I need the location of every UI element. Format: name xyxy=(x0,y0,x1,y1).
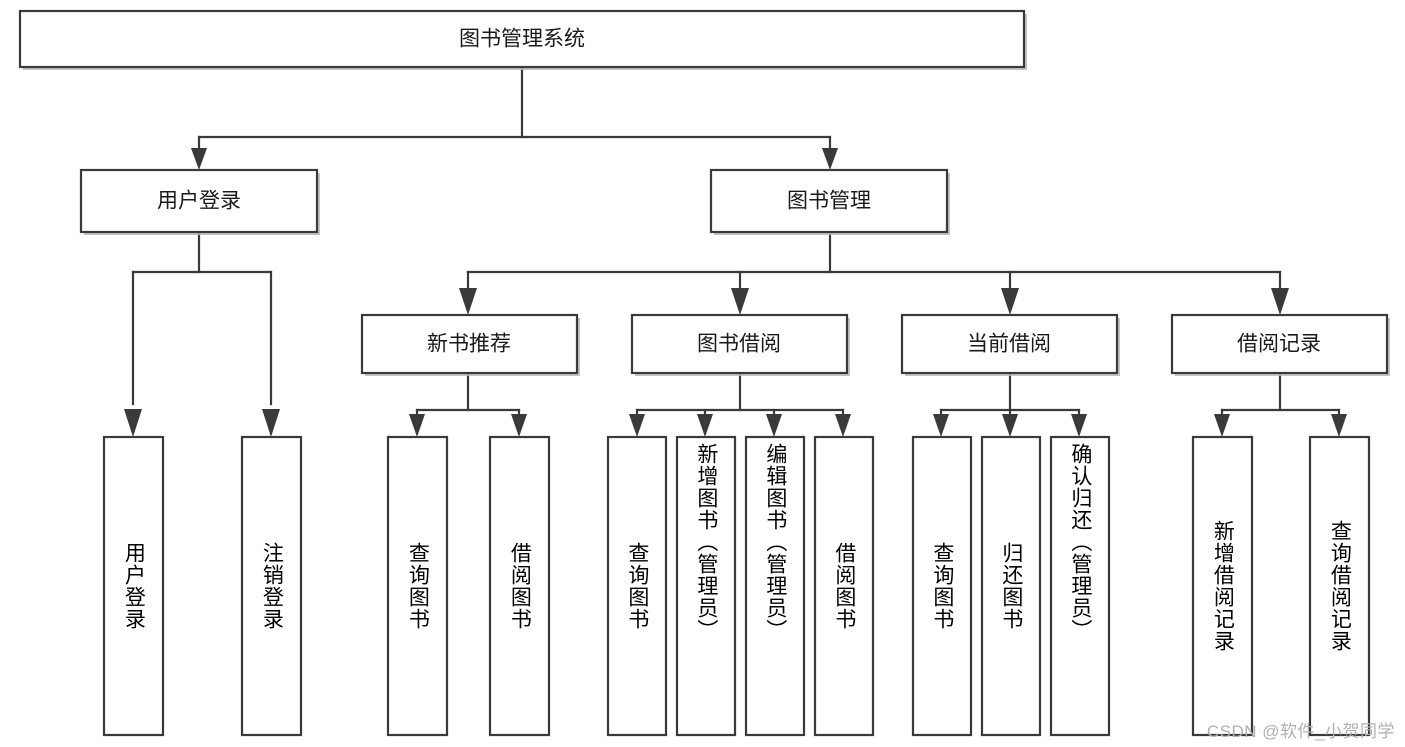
node-book-management-box[interactable] xyxy=(709,168,949,234)
node-current-borrow-box[interactable] xyxy=(900,313,1119,375)
leaf-borrow-book-2-box[interactable] xyxy=(813,435,875,737)
node-book-borrow-label: 图书借阅 xyxy=(697,333,781,356)
arrow-cb-leaf-2 xyxy=(1002,414,1018,437)
leaf-return-book-box[interactable] xyxy=(980,435,1042,737)
arrow-br-leaf-2 xyxy=(1331,414,1347,437)
arrow-nb-leaf-2 xyxy=(511,414,527,437)
arrow-bb-leaf-1 xyxy=(629,414,645,437)
node-new-book-recommend-label: 新书推荐 xyxy=(427,333,511,356)
node-borrow-record-box[interactable] xyxy=(1170,313,1389,375)
nodes-layer: 图书管理系统 用户登录 图书管理 新书推荐 图书借阅 当前借阅 借阅记录 xyxy=(18,9,1389,375)
arrow-to-new-book xyxy=(459,288,477,315)
leaf-query-borrow-record-box[interactable] xyxy=(1308,435,1371,737)
arrow-cb-leaf-3 xyxy=(1071,414,1087,437)
leaf-add-book-admin-box[interactable] xyxy=(675,435,737,737)
arrow-bb-leaf-3 xyxy=(766,414,782,437)
leaf-user-login-box[interactable] xyxy=(102,435,165,737)
node-new-book-recommend-box[interactable] xyxy=(360,313,579,375)
arrow-bb-leaf-4 xyxy=(835,414,851,437)
leaf-query-book-1-box[interactable] xyxy=(386,435,449,737)
arrow-to-borrow-record xyxy=(1271,288,1289,315)
root-node-box[interactable] xyxy=(18,9,1026,69)
node-user-login-label: 用户登录 xyxy=(157,190,241,213)
leaf-query-book-3-box[interactable] xyxy=(911,435,973,737)
arrow-br-leaf-1 xyxy=(1214,414,1230,437)
node-borrow-record-label: 借阅记录 xyxy=(1237,333,1321,356)
root-node-label: 图书管理系统 xyxy=(459,28,585,51)
arrow-to-user-login xyxy=(191,148,207,170)
leaf-add-borrow-record-box[interactable] xyxy=(1191,435,1254,737)
leaf-query-book-2-box[interactable] xyxy=(606,435,668,737)
leaf-logout-box[interactable] xyxy=(240,435,303,737)
leaf-borrow-book-1-box[interactable] xyxy=(488,435,551,737)
node-user-login-box[interactable] xyxy=(79,168,319,234)
node-book-borrow-box[interactable] xyxy=(630,313,849,375)
arrow-ul-leaf-2 xyxy=(262,409,280,437)
csdn-watermark: CSDN @软件_小贺同学 xyxy=(1206,722,1395,741)
arrow-to-book-borrow xyxy=(731,288,749,315)
arrow-bb-leaf-2 xyxy=(697,414,713,437)
leaf-confirm-return-admin-box[interactable] xyxy=(1049,435,1111,737)
arrow-ul-leaf-1 xyxy=(124,409,142,437)
arrow-nb-leaf-1 xyxy=(409,414,425,437)
arrow-to-book-mgmt xyxy=(822,148,838,170)
node-book-management-label: 图书管理 xyxy=(787,190,871,213)
node-current-borrow-label: 当前借阅 xyxy=(967,333,1051,356)
leaf-edit-book-admin-box[interactable] xyxy=(744,435,806,737)
arrow-to-current-borrow xyxy=(1001,288,1019,315)
leaf-boxes-layer xyxy=(102,435,1371,737)
edges-layer xyxy=(124,65,1347,437)
arrow-cb-leaf-1 xyxy=(933,414,949,437)
